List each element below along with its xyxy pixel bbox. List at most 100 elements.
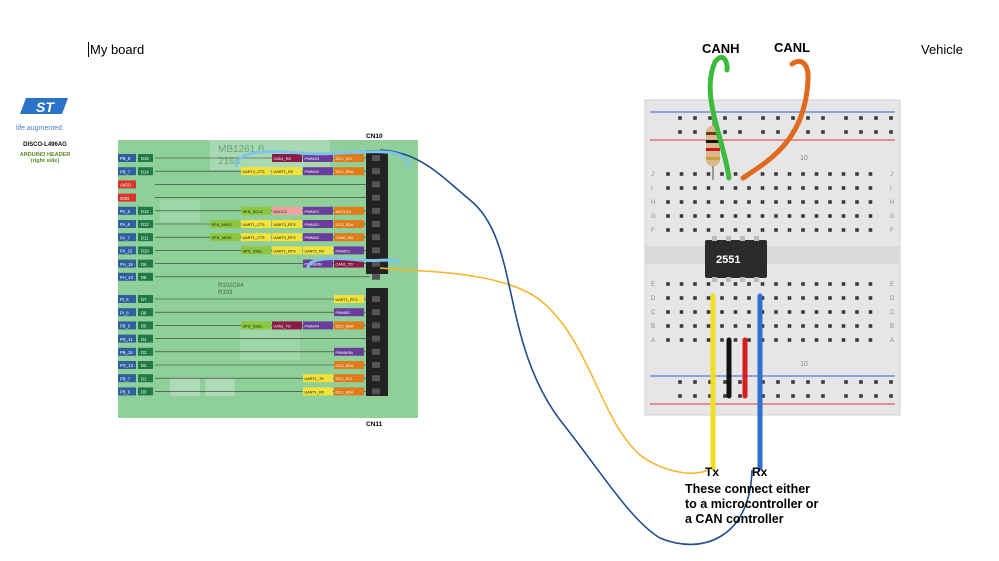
bb-hole — [868, 200, 873, 204]
function-box — [334, 387, 364, 396]
function-label: UART3_RTS — [274, 223, 296, 227]
arduino-pin-box — [138, 321, 153, 330]
function-label: SPI1_SSEL — [243, 249, 263, 253]
bb-hole — [828, 338, 832, 342]
function-box — [272, 220, 302, 228]
bb-row-letter: J — [651, 172, 654, 178]
bb-hole — [868, 228, 873, 232]
bb-hole — [855, 296, 859, 300]
bb-hole — [868, 296, 873, 300]
bb-hole — [666, 310, 670, 314]
arduino-pin-label: D6 — [141, 310, 147, 315]
bb-hole — [774, 338, 778, 342]
chip-label: 2551 — [716, 254, 740, 266]
function-box — [272, 246, 302, 255]
bb-hole — [844, 116, 848, 120]
bb-hole — [720, 172, 724, 176]
function-label: I2C1_SDA — [336, 170, 354, 174]
function-box — [303, 154, 333, 162]
bb-row-letter: F — [890, 228, 894, 234]
function-box — [303, 374, 333, 383]
function-box — [272, 167, 302, 176]
bb-hole — [760, 228, 765, 232]
bb-hole — [844, 394, 848, 398]
cn10-label: CN10 — [366, 133, 383, 140]
bb-hole — [841, 186, 846, 190]
bb-hole — [708, 394, 712, 398]
bb-hole — [806, 116, 810, 120]
bb-row-letter: A — [651, 338, 655, 344]
cn11-header — [366, 288, 388, 396]
bb-hole — [821, 380, 825, 384]
bb-row-letter: G — [890, 214, 895, 220]
bb-hole — [801, 338, 805, 342]
port-box — [118, 233, 136, 242]
bb-row-letter: D — [651, 296, 656, 302]
port-label: PI_8 — [120, 310, 129, 315]
arduino-pin-box — [138, 308, 153, 317]
bb-hole — [761, 116, 765, 120]
bb-hole — [706, 310, 711, 314]
bb-hole — [889, 116, 893, 120]
function-box — [334, 233, 364, 242]
function-box — [303, 206, 333, 215]
function-label: UART3_RTS — [274, 236, 296, 240]
st-logo-icon: ST — [18, 94, 78, 124]
function-label: UART4_CTS — [243, 170, 266, 174]
arduino-pin-box — [138, 259, 153, 268]
port-box — [118, 220, 136, 228]
arduino-pin-box — [138, 246, 153, 255]
function-label: PWM4/3 — [305, 157, 320, 161]
port-box — [118, 167, 136, 176]
bb-hole — [679, 310, 684, 314]
bb-hole — [787, 172, 792, 176]
bb-hole — [828, 186, 832, 190]
port-box — [118, 361, 136, 369]
port-box — [118, 334, 136, 343]
function-box — [210, 233, 240, 242]
function-label: DAC1/2 — [274, 210, 287, 214]
function-box — [334, 374, 364, 383]
function-label: PWM4/2 — [305, 170, 320, 174]
bb-hole — [801, 282, 805, 286]
gnd-vcc-jumpers — [726, 337, 748, 399]
bb-hole — [841, 324, 846, 328]
canl-label: CANL — [774, 40, 811, 55]
bb-hole — [747, 324, 751, 328]
bb-row-letter: G — [651, 214, 656, 220]
bb-hole — [761, 130, 765, 134]
function-box — [334, 220, 364, 228]
bb-hole — [733, 282, 738, 286]
port-label: PG_13 — [120, 363, 134, 368]
function-label: UART1_RX — [305, 390, 325, 394]
bb-hole — [801, 214, 805, 218]
bb-hole — [733, 186, 738, 190]
bb-hole — [814, 186, 819, 190]
note-line1: These connect either — [685, 482, 811, 496]
bb-hole — [791, 116, 795, 120]
bb-hole — [774, 200, 778, 204]
bb-hole — [787, 282, 792, 286]
header-pin — [372, 181, 380, 188]
bb-hole — [706, 214, 711, 218]
bb-hole — [733, 296, 738, 300]
bb-hole — [679, 228, 684, 232]
arduino-pin-label: D0 — [141, 390, 147, 395]
arduino-pin-box — [138, 167, 153, 176]
bb-hole — [774, 186, 778, 190]
bb-hole — [720, 282, 724, 286]
bb-hole — [720, 186, 724, 190]
port-box — [118, 272, 136, 281]
bb-hole — [774, 310, 778, 314]
bb-hole — [666, 296, 670, 300]
bb-hole — [720, 338, 724, 342]
header-pin — [372, 221, 380, 227]
canh-wire — [707, 55, 732, 181]
bb-hole — [693, 296, 697, 300]
bb-hole — [801, 172, 805, 176]
bb-hole — [723, 394, 727, 398]
